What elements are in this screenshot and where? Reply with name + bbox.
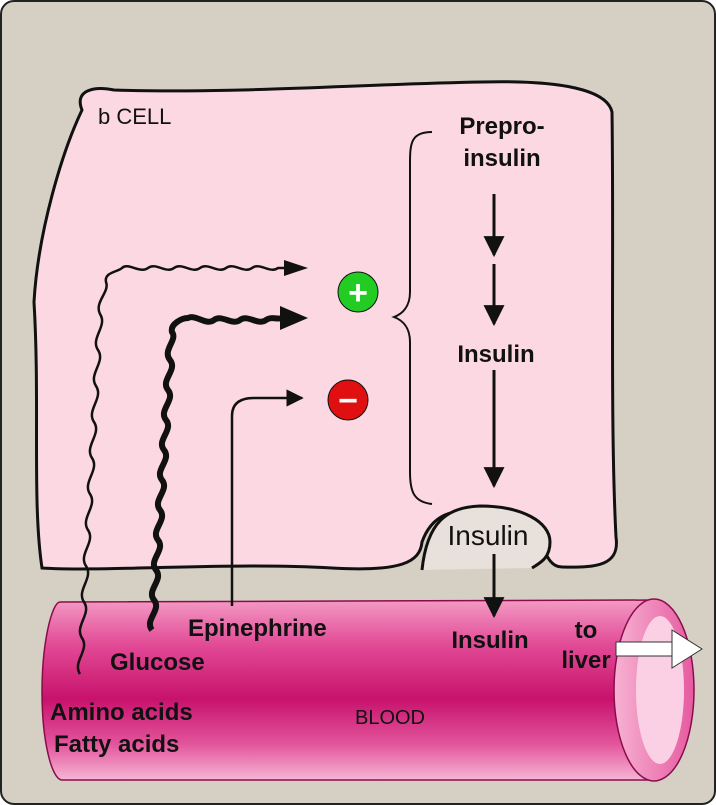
insulin-blood-label: Insulin (451, 627, 528, 654)
amino-acids-signal-wave (76, 265, 284, 675)
secretory-granule (420, 504, 552, 571)
epinephrine-label: Epinephrine (188, 615, 327, 642)
insulin-granule-label: Insulin (448, 520, 529, 551)
to-liver-label-line2: liver (561, 647, 610, 674)
epinephrine-signal-line (230, 389, 304, 606)
inhibit-icon (327, 379, 369, 421)
inhibit-symbol: − (338, 382, 358, 420)
preproinsulin-label-line1: Prepro- (459, 113, 544, 140)
stimulate-icon (337, 271, 379, 313)
cell-label: b CELL (98, 104, 171, 129)
to-liver-arrow (615, 629, 703, 669)
glucose-arrowhead (280, 306, 308, 330)
stimulate-symbol: + (348, 274, 368, 312)
blood-label: BLOOD (355, 707, 425, 729)
fatty-acids-label: Fatty acids (54, 731, 179, 758)
amino-acids-label: Amino acids (50, 699, 193, 726)
pathway-brace (391, 131, 433, 505)
preproinsulin-label-line2: insulin (463, 145, 540, 172)
amino-acids-arrowhead (284, 260, 308, 276)
insulin-mid-label: Insulin (457, 341, 534, 368)
glucose-label: Glucose (110, 649, 205, 676)
to-liver-label-line1: to (575, 617, 598, 644)
glucose-signal-wave (147, 314, 284, 632)
